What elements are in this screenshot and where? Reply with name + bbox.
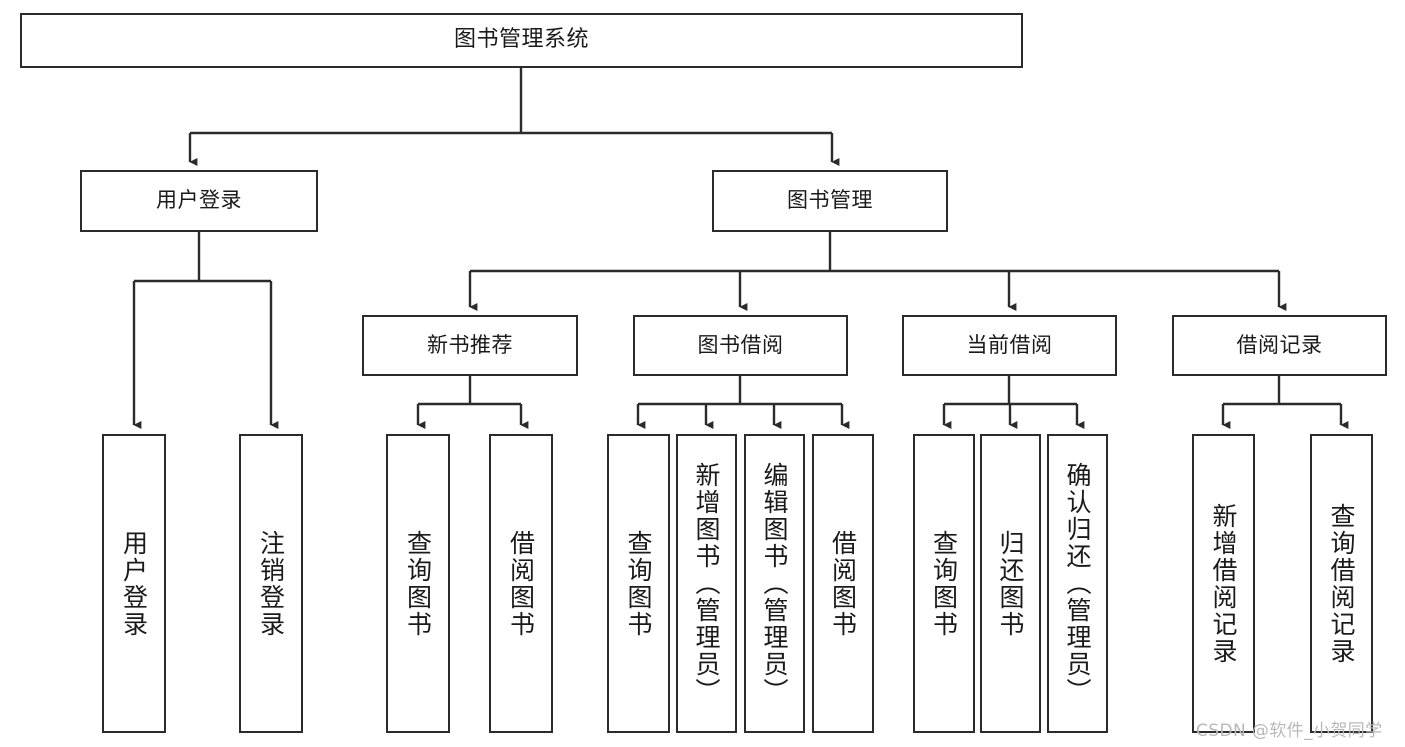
- node-leaf-query-book-current[interactable]: 查询图书: [913, 434, 975, 733]
- node-label: 用户登录: [119, 529, 149, 638]
- node-leaf-return-book[interactable]: 归还图书: [980, 434, 1041, 733]
- node-label: 确认归还（管理员）: [1063, 462, 1092, 705]
- node-leaf-borrow-book-recommend[interactable]: 借阅图书: [489, 434, 553, 733]
- node-leaf-query-borrow-record[interactable]: 查询借阅记录: [1310, 434, 1373, 733]
- node-user-login[interactable]: 用户登录: [80, 170, 318, 232]
- node-label: 当前借阅: [966, 332, 1053, 357]
- node-label: 图书管理系统: [453, 27, 589, 53]
- node-label: 借阅记录: [1236, 332, 1323, 357]
- node-leaf-borrow-book[interactable]: 借阅图书: [812, 434, 874, 733]
- node-leaf-query-book-recommend[interactable]: 查询图书: [386, 434, 450, 733]
- csdn-watermark: CSDN @软件_小贺同学: [1196, 721, 1383, 741]
- node-label: 借阅图书: [828, 529, 858, 638]
- node-label: 新增借阅记录: [1209, 502, 1238, 665]
- node-label: 新书推荐: [427, 332, 513, 357]
- node-new-book-recommend[interactable]: 新书推荐: [362, 315, 578, 376]
- node-leaf-user-login[interactable]: 用户登录: [102, 434, 166, 733]
- node-book-borrow[interactable]: 图书借阅: [633, 315, 848, 376]
- node-leaf-logout[interactable]: 注销登录: [239, 434, 303, 733]
- node-book-management[interactable]: 图书管理: [712, 170, 948, 232]
- node-borrow-record[interactable]: 借阅记录: [1172, 315, 1387, 376]
- node-label: 注销登录: [256, 529, 286, 638]
- node-leaf-edit-book-admin[interactable]: 编辑图书（管理员）: [744, 434, 805, 733]
- node-label: 归还图书: [996, 529, 1025, 638]
- node-label: 用户登录: [156, 188, 242, 213]
- node-root-book-management-system[interactable]: 图书管理系统: [20, 13, 1023, 68]
- node-label: 编辑图书（管理员）: [760, 462, 789, 705]
- node-leaf-query-book-borrow[interactable]: 查询图书: [607, 434, 670, 733]
- node-label: 图书借阅: [697, 332, 784, 357]
- node-label: 查询图书: [403, 529, 433, 638]
- node-leaf-confirm-return-admin[interactable]: 确认归还（管理员）: [1047, 434, 1108, 733]
- node-label: 借阅图书: [506, 529, 536, 638]
- node-label: 查询图书: [624, 529, 653, 638]
- node-label: 查询借阅记录: [1327, 502, 1356, 665]
- node-label: 图书管理: [787, 188, 873, 213]
- node-label: 新增图书（管理员）: [692, 462, 721, 705]
- node-label: 查询图书: [929, 529, 959, 638]
- node-leaf-add-book-admin[interactable]: 新增图书（管理员）: [676, 434, 737, 733]
- node-current-borrow[interactable]: 当前借阅: [902, 315, 1117, 376]
- node-leaf-add-borrow-record[interactable]: 新增借阅记录: [1192, 434, 1255, 733]
